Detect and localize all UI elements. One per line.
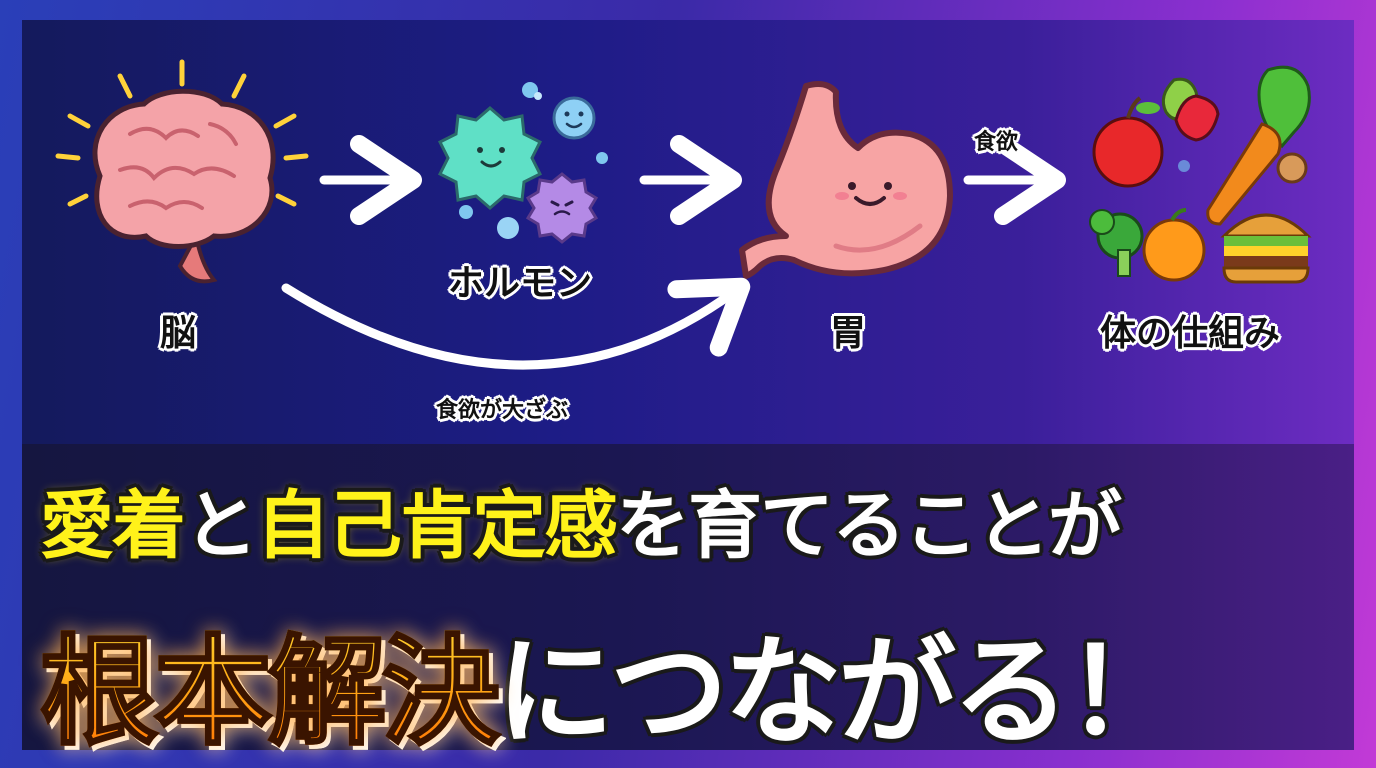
headline-word-self-esteem: 自己肯定感: [256, 483, 618, 569]
headline-word-nurture: を育てることが: [616, 483, 1122, 569]
label-appetite: 食欲: [974, 130, 1019, 155]
stomach-icon: [739, 81, 953, 279]
headline-line-1: 愛着と自己肯定感を育てることが: [40, 466, 1122, 573]
flow-arrows: [281, 135, 1066, 370]
brain-icon: [55, 59, 309, 284]
label-stomach: 胃: [830, 313, 867, 354]
headline-word-leads-to: につながる！: [496, 623, 1184, 761]
food-icon: [1089, 65, 1312, 284]
headline-word-root-solution: 根本解決: [38, 596, 501, 767]
headline-word-attachment: 愛着: [40, 483, 186, 569]
label-hormone: ホルモン: [448, 263, 593, 304]
label-body-system: 体の仕組み: [1100, 313, 1281, 354]
arrow-brain-to-stomach-curve: [281, 277, 751, 370]
headline-line-2: 根本解決につながる！: [38, 596, 1184, 767]
headline-word-and: と: [184, 483, 258, 569]
headline-panel: [22, 444, 1354, 750]
label-brain: 脳: [160, 313, 197, 354]
hormone-cells-icon: [437, 82, 608, 244]
label-appetite-big: 食欲が大ざぶ: [436, 398, 569, 423]
